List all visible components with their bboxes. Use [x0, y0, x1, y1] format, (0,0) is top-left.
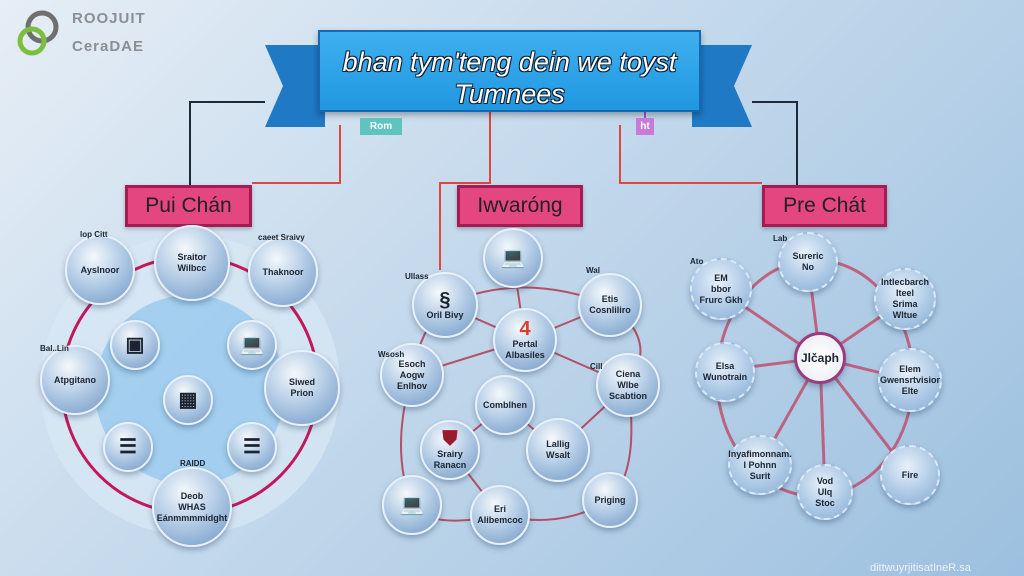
logo-line2: CeraDAE [72, 38, 145, 55]
node[interactable]: Elsa Wunotrain [695, 342, 755, 402]
node-caption: Lab [773, 234, 788, 243]
node[interactable]: Lallig Wsalt [526, 418, 590, 482]
node[interactable]: EM bbor Frurc Gkh [690, 258, 752, 320]
tag-left: Rom [360, 118, 402, 135]
section-header-left: Pui Chán [125, 185, 252, 227]
section-header-middle: Iwvaróng [457, 185, 583, 227]
red-symbol-icon: 4 [519, 318, 531, 340]
tag-right: ht [636, 118, 654, 135]
node[interactable]: Sureric No [778, 232, 838, 292]
node[interactable]: §Oril Bivy [412, 272, 478, 338]
node[interactable]: Vod Ulq Stoc [797, 464, 853, 520]
node[interactable]: Sraitor Wilbcc [154, 225, 230, 301]
node[interactable]: ⛊Srairy Ranacn [420, 420, 480, 480]
node-caption: caeet Sraivy [258, 233, 305, 242]
laptop-icon[interactable]: 💻 [382, 475, 442, 535]
node-caption: lop Citt [80, 230, 108, 239]
node[interactable]: Etis Cosnliliro [578, 273, 642, 337]
logo-line1: ROOJUIT [72, 10, 146, 27]
logo-icon [17, 10, 59, 56]
node-caption: Ato [690, 257, 704, 266]
node-caption: Wal [586, 266, 600, 275]
node[interactable]: Atpgitano [40, 345, 110, 415]
node-label: Srairy Ranacn [433, 449, 467, 470]
node[interactable]: Siwed Prion [264, 350, 340, 426]
server-icon[interactable]: ☰ [103, 422, 153, 472]
node-caption: Cill [590, 362, 603, 371]
center-node[interactable]: Jlčaph [794, 332, 846, 384]
node[interactable]: Esoch Aogw Enlhov [380, 343, 444, 407]
device-icon[interactable]: ▣ [110, 320, 160, 370]
node[interactable]: Ciena Wlbe Scabtion [596, 353, 660, 417]
node[interactable]: Elem Gwensrtvisior Elte [878, 348, 942, 412]
node-label: Oril Bivy [426, 309, 464, 320]
node-caption: Ullass [405, 272, 429, 281]
laptop-icon[interactable]: 💻 [227, 320, 277, 370]
node[interactable]: Priging [582, 472, 638, 528]
calendar-icon[interactable]: ▦ [163, 375, 213, 425]
node[interactable]: Fire [880, 445, 940, 505]
shield-icon: ⛊ [442, 428, 458, 450]
node[interactable]: Comblhen [475, 375, 535, 435]
node[interactable]: Intlecbarch Iteel Srima Wltue [874, 268, 936, 330]
title-banner: bhan tym'teng dein we toyst Tumnees [318, 30, 701, 112]
ss-icon: § [439, 288, 451, 311]
node[interactable]: Deob WHAS Eánmmmmidght [152, 467, 232, 547]
node[interactable]: Eri Alibemcoc [470, 485, 530, 545]
node[interactable]: Thaknoor [248, 237, 318, 307]
node-caption: RAIDD [180, 459, 206, 468]
server-icon[interactable]: ☰ [227, 422, 277, 472]
node[interactable]: Ayslnoor [65, 235, 135, 305]
node-caption: Bal..Lin [40, 344, 69, 353]
node-label: Pertal Albasiles [505, 339, 545, 360]
laptop-icon[interactable]: 💻 [483, 228, 543, 288]
node[interactable]: Inyafimonnam. I Pohnn Surit [728, 435, 792, 495]
footer-watermark: dittwuyrjitisatIneR.sa [870, 562, 971, 574]
node-caption: Wsosh [378, 350, 405, 359]
section-header-right: Pre Chát [762, 185, 887, 227]
